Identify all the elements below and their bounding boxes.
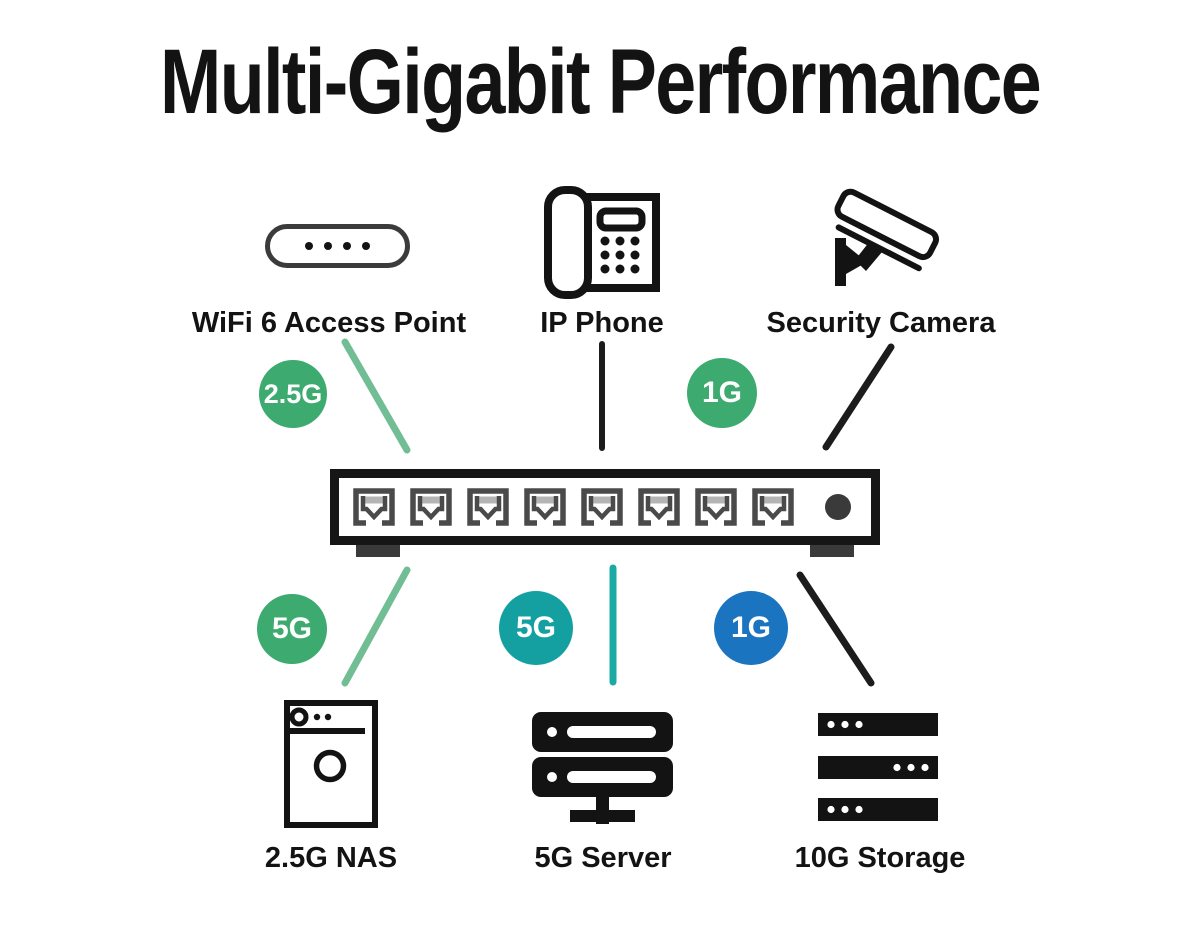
network-switch (330, 469, 880, 545)
label-storage: 10G Storage (794, 842, 966, 874)
title-wrap: Multi-Gigabit Performance (0, 28, 1200, 136)
wifi-dot (324, 242, 332, 250)
label-security-camera: Security Camera (766, 307, 996, 339)
security-camera-icon (834, 188, 940, 286)
speed-badge-5g-nas: 5G (257, 594, 327, 664)
page-title: Multi-Gigabit Performance (159, 30, 1042, 133)
ip-phone-icon (544, 186, 660, 299)
speed-badge-2-5g: 2.5G (259, 360, 327, 428)
connection-line-wifi (341, 338, 411, 454)
label-nas: 2.5G NAS (264, 842, 398, 874)
speed-badge-label: 2.5G (263, 378, 323, 409)
connection-line-camera (822, 343, 895, 451)
speed-badge-label: 5G (515, 611, 557, 644)
connection-line-nas (341, 566, 411, 687)
ethernet-port-icon (467, 488, 509, 526)
ethernet-port-icon (524, 488, 566, 526)
speed-badge-label: 1G (730, 611, 772, 644)
ethernet-port-icon (752, 488, 794, 526)
storage-icon (818, 713, 938, 821)
server-icon (532, 712, 673, 824)
speed-badge-1g-top: 1G (687, 358, 757, 428)
wifi-dot (305, 242, 313, 250)
switch-foot-left (356, 543, 400, 557)
wifi-dot (362, 242, 370, 250)
speed-badge-label: 5G (271, 612, 313, 645)
wifi-access-point-icon (265, 224, 410, 268)
label-server: 5G Server (534, 842, 672, 874)
connection-line-storage (796, 571, 875, 687)
nas-icon (284, 700, 378, 828)
speed-badge-5g-server: 5G (499, 591, 573, 665)
ethernet-port-icon (353, 488, 395, 526)
speed-badge-label: 1G (701, 376, 743, 409)
ethernet-port-icon (695, 488, 737, 526)
label-ip-phone: IP Phone (540, 307, 664, 339)
wifi-dot (343, 242, 351, 250)
label-wifi-access-point: WiFi 6 Access Point (191, 307, 467, 339)
ethernet-port-icon (581, 488, 623, 526)
power-led-icon (825, 494, 851, 520)
speed-badge-1g-storage: 1G (714, 591, 788, 665)
ethernet-port-icon (410, 488, 452, 526)
ethernet-port-icon (638, 488, 680, 526)
switch-foot-right (810, 543, 854, 557)
